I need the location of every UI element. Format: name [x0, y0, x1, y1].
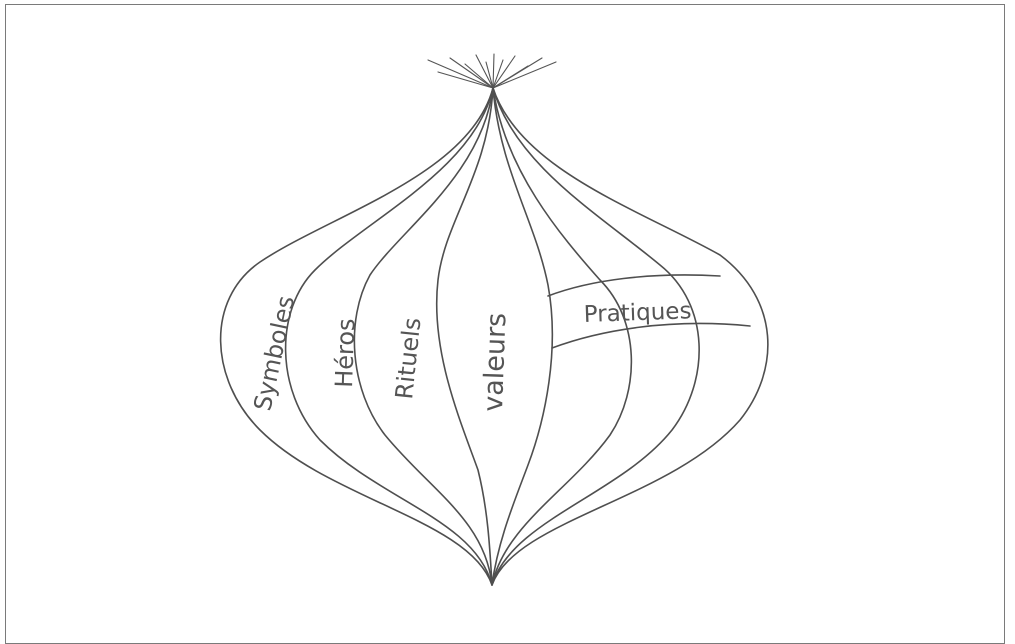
- label-symboles: Symboles: [248, 293, 300, 413]
- practices-band-top: [548, 275, 720, 296]
- label-pratiques: Pratiques: [583, 298, 692, 328]
- label-heros: Héros: [330, 318, 360, 388]
- practices-band-bottom: [552, 323, 750, 348]
- label-rituels: Rituels: [390, 316, 426, 400]
- label-valeurs: valeurs: [478, 312, 512, 412]
- onion-diagram: Symboles Héros Rituels valeurs Pratiques: [0, 0, 1015, 630]
- onion-sprout-icon: [428, 54, 556, 88]
